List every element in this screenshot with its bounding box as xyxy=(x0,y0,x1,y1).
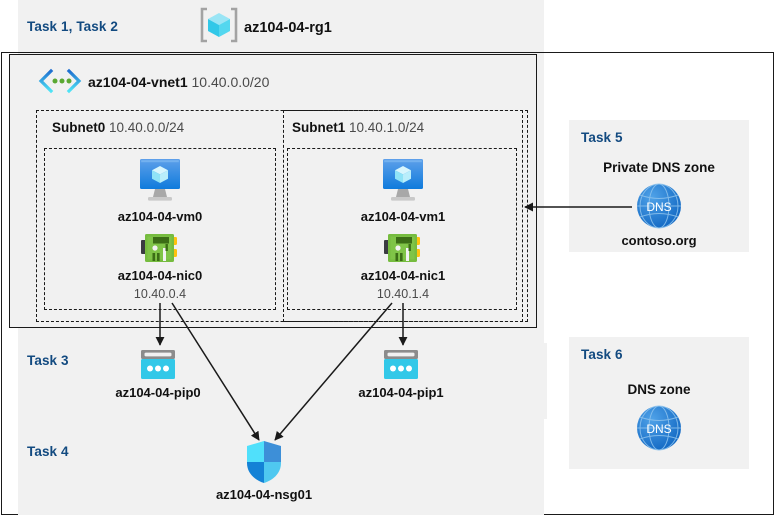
dns-zone-icon: DNS xyxy=(636,405,682,451)
dns-zone-icon: DNS xyxy=(636,183,682,229)
nsg-label: az104-04-nsg01 xyxy=(215,487,313,502)
resource-group-name: az104-04-rg1 xyxy=(244,20,332,36)
nic0-ip: 10.40.0.4 xyxy=(133,287,187,301)
pip1-label: az104-04-pip1 xyxy=(358,385,444,400)
virtual-network-icon xyxy=(38,68,82,94)
nic1-label: az104-04-nic1 xyxy=(360,268,446,283)
nic0-label: az104-04-nic0 xyxy=(117,268,203,283)
subnet1-title: Subnet1 10.40.1.0/24 xyxy=(292,120,424,135)
pip0-label: az104-04-pip0 xyxy=(115,385,201,400)
private-dns-zone-name: contoso.org xyxy=(621,233,697,248)
public-ip-icon xyxy=(382,350,420,380)
subnet0-cidr: 10.40.0.0/24 xyxy=(109,120,185,135)
dns-icon-text: DNS xyxy=(646,200,671,214)
vnet-name: az104-04-vnet1 xyxy=(88,74,188,90)
task-label-3: Task 3 xyxy=(27,353,69,368)
vnet-title: az104-04-vnet1 10.40.0.0/20 xyxy=(88,74,269,90)
task-label-4: Task 4 xyxy=(27,444,69,459)
subnet1-border xyxy=(287,148,517,310)
public-ip-panel xyxy=(18,343,547,419)
network-interface-icon xyxy=(141,232,179,264)
virtual-machine-icon xyxy=(135,158,185,202)
network-security-group-icon xyxy=(246,441,282,483)
subnet0-name: Subnet0 xyxy=(52,120,106,135)
vm1-label: az104-04-vm1 xyxy=(360,209,446,224)
subnet0-title: Subnet0 10.40.0.0/24 xyxy=(52,120,184,135)
resource-group-icon xyxy=(200,6,238,44)
vnet-address-space: 10.40.0.0/20 xyxy=(191,74,270,90)
task-label-1-2: Task 1, Task 2 xyxy=(27,19,118,34)
private-dns-zone-heading: Private DNS zone xyxy=(603,160,715,175)
nsg-panel xyxy=(18,427,544,515)
vm0-label: az104-04-vm0 xyxy=(117,209,203,224)
virtual-machine-icon xyxy=(378,158,428,202)
public-ip-icon xyxy=(139,350,177,380)
vnet-panel xyxy=(9,54,537,328)
subnet1-name: Subnet1 xyxy=(292,120,346,135)
subnet1-cidr: 10.40.1.0/24 xyxy=(349,120,425,135)
nic1-ip: 10.40.1.4 xyxy=(376,287,430,301)
task-label-5: Task 5 xyxy=(581,130,623,145)
task-label-6: Task 6 xyxy=(581,347,623,362)
dns-zone-heading: DNS zone xyxy=(627,382,691,397)
dns-icon-text: DNS xyxy=(646,422,671,436)
network-interface-icon xyxy=(384,232,422,264)
